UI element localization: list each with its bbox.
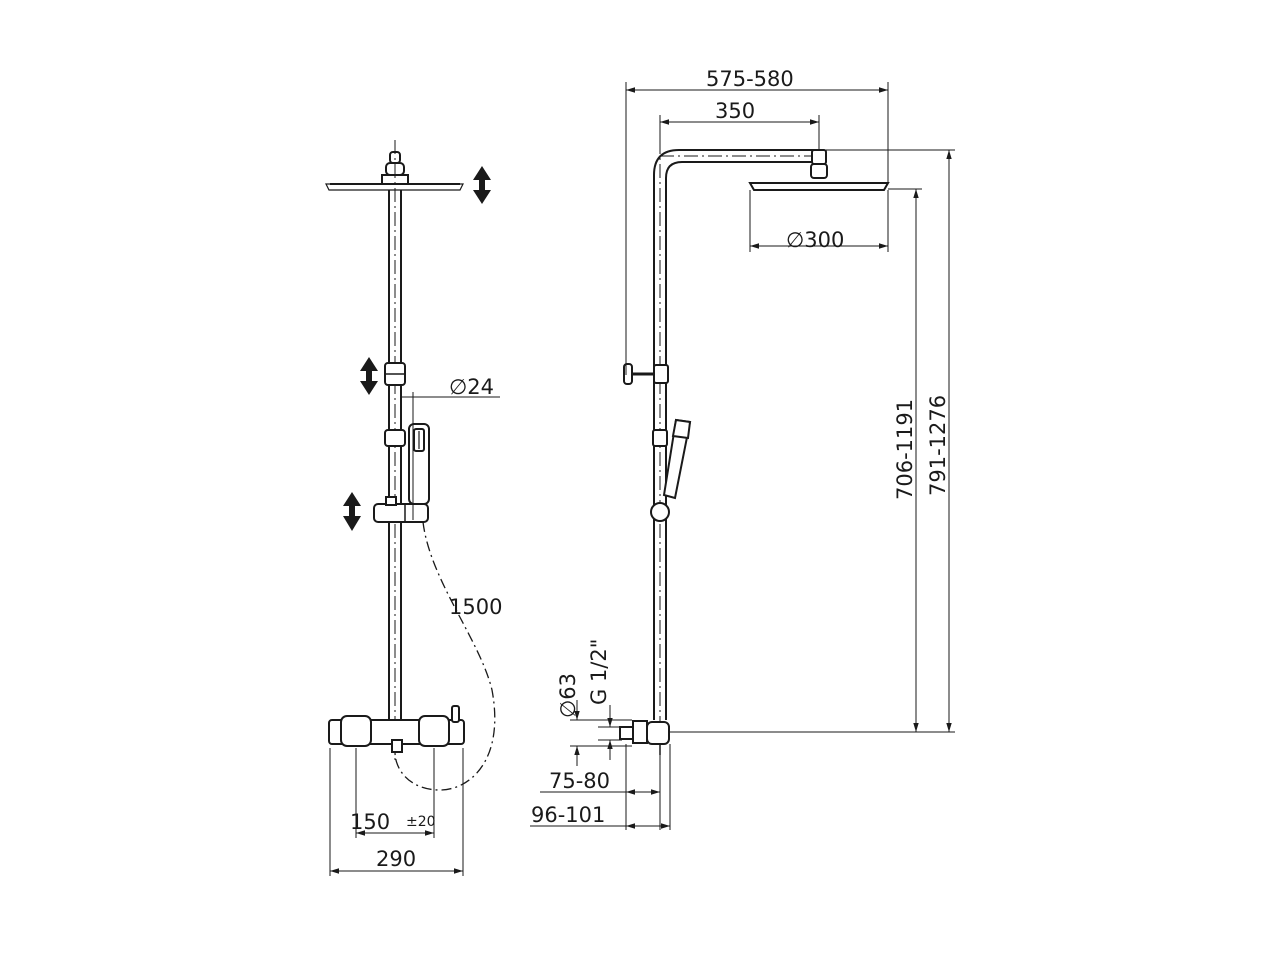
adjust-arrow-clamp [360, 357, 378, 395]
dim-arm-length: 350 [659, 99, 820, 150]
dim-mixer-width: 290 [329, 748, 464, 876]
label-height-to-head: 706-1191 [893, 399, 917, 500]
label-overall-reach: 575-580 [706, 67, 794, 91]
label-wall-to-pipe: 75-80 [549, 769, 610, 793]
dim-height-to-arm: 791-1276 [826, 149, 955, 732]
label-inlet-spacing: 150 [350, 810, 390, 834]
side-mixer [619, 720, 670, 755]
label-height-to-arm: 791-1276 [926, 395, 950, 496]
label-thread-size: G 1/2" [587, 639, 611, 705]
front-mixer-body [328, 705, 465, 753]
dim-inlet-spacing: 150 ±20 [350, 748, 436, 838]
front-lower-clamp [384, 429, 406, 447]
adjust-arrow-holder [343, 492, 361, 531]
side-holder [650, 502, 670, 522]
front-hand-shower-holder [373, 496, 429, 523]
front-height-clamp [384, 362, 406, 386]
side-riser-and-arm [653, 140, 820, 790]
side-clamp [652, 429, 668, 447]
dim-head-diameter: ∅300 [749, 190, 889, 252]
dim-overall-reach: 575-580 [625, 67, 889, 375]
label-head-diameter: ∅300 [786, 228, 844, 252]
side-hand-shower [662, 418, 692, 500]
side-shower-head [748, 149, 890, 191]
label-escutcheon-diameter: ∅63 [556, 673, 580, 718]
dim-pipe-diameter: ∅24 [400, 375, 500, 520]
front-hand-shower [408, 423, 430, 505]
label-arm-length: 350 [715, 99, 755, 123]
dim-wall-to-pipe: 75-80 [540, 744, 661, 830]
label-mixer-width: 290 [376, 847, 416, 871]
dim-wall-to-front: 96-101 [530, 744, 671, 830]
dim-escutcheon: ∅63 [556, 673, 632, 766]
label-inlet-tolerance: ±20 [406, 814, 436, 830]
label-pipe-diameter: ∅24 [449, 375, 494, 399]
side-wall-bracket [623, 363, 669, 385]
label-hose-length: 1500 [449, 595, 502, 619]
side-view: 575-580 350 ∅300 706-1191 791-1276 [530, 67, 955, 830]
front-shower-head [325, 151, 464, 191]
front-hose [394, 521, 496, 791]
front-riser-pipe [388, 140, 402, 760]
dim-height-to-head: 706-1191 [670, 188, 955, 733]
dim-thread: G 1/2" [587, 639, 622, 760]
front-view: ∅24 1500 150 ±20 290 [325, 140, 502, 876]
adjust-arrow-head [473, 166, 491, 204]
label-wall-to-front: 96-101 [531, 803, 605, 827]
